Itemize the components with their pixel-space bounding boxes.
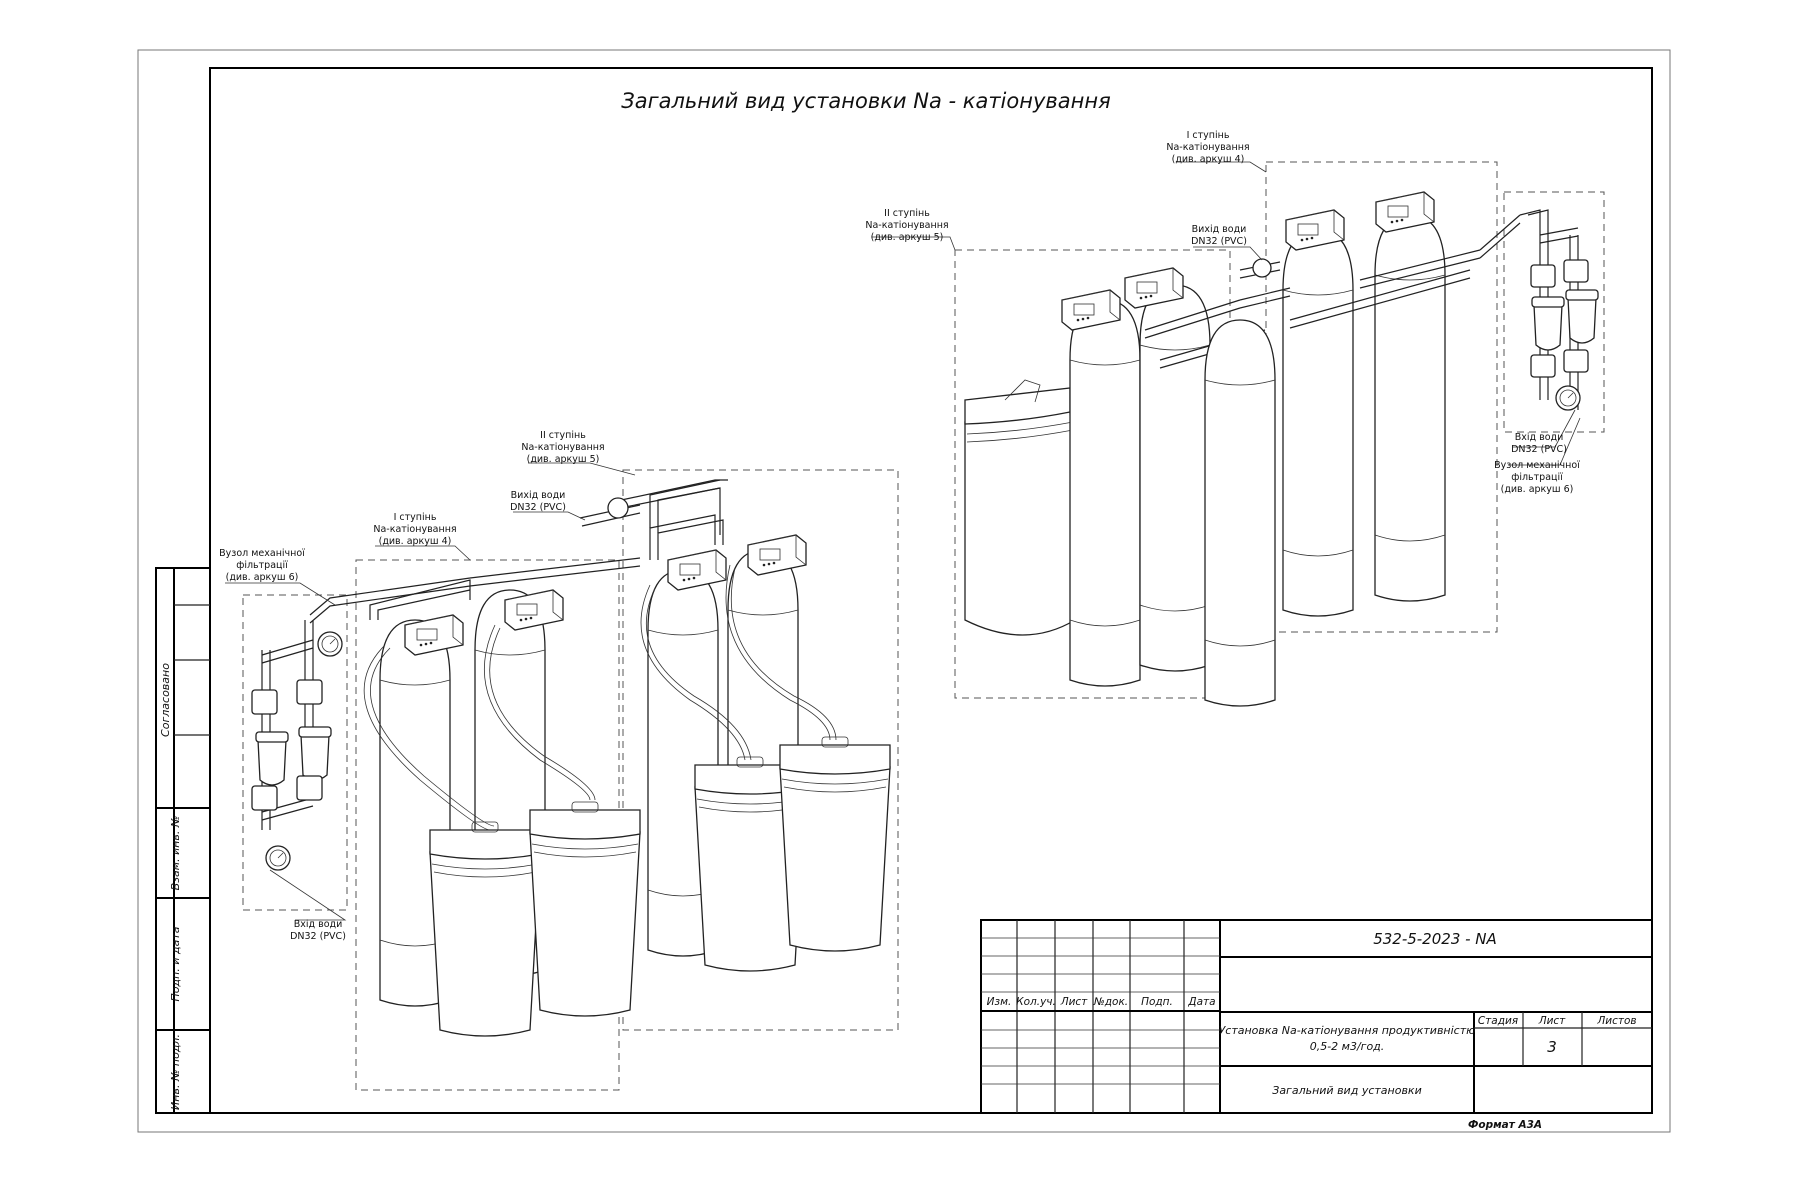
callout-right-stage1-l2: Na-катіонування bbox=[1166, 142, 1249, 153]
stamp-sign-date: Подп. и дата bbox=[169, 926, 182, 1001]
callout-right-mech-filter-l3: (див. аркуш 6) bbox=[1501, 484, 1574, 495]
left-mech-filter-boundary bbox=[242, 594, 348, 911]
callout-left-water-in-l1: Вхід води bbox=[294, 919, 343, 930]
tb-sheets-label: Листов bbox=[1596, 1015, 1636, 1027]
left-mech-filter-unit bbox=[251, 577, 471, 871]
callout-right-water-in-l1: Вхід води bbox=[1515, 432, 1564, 443]
tb-sheet-label: Лист bbox=[1538, 1015, 1566, 1027]
right-mech-filter-unit bbox=[1479, 209, 1599, 411]
callout-right-water-in-l2: DN32 (PVC) bbox=[1511, 444, 1567, 455]
tb-description-line1: Установка Na-катіонування продуктивністю bbox=[1219, 1024, 1476, 1037]
tb-doc-code: 532-5-2023 - NA bbox=[1373, 930, 1497, 948]
right-stage1-tanks bbox=[1204, 191, 1481, 707]
callout-left-stage1: I ступінь Na-катіонування (див. аркуш 4) bbox=[373, 512, 456, 547]
callout-right-stage2-l2: Na-катіонування bbox=[865, 220, 948, 231]
left-stage2-boundary bbox=[622, 469, 899, 1031]
callout-right-stage2: II ступінь Na-катіонування (див. аркуш 5… bbox=[865, 208, 948, 243]
callout-left-water-out: Вихід води DN32 (PVC) bbox=[510, 490, 566, 513]
outer-sheet-border bbox=[137, 49, 1671, 1133]
callout-right-stage2-l3: (див. аркуш 5) bbox=[871, 232, 944, 243]
left-stage1-tanks bbox=[363, 557, 641, 1037]
callout-left-stage2-l2: Na-катіонування bbox=[521, 442, 604, 453]
drawing-title: Загальний вид установки Na - катіонуванн… bbox=[621, 89, 1110, 113]
stamp-replace-inv: Взам. инв. № bbox=[169, 816, 182, 891]
left-installation bbox=[242, 469, 899, 1091]
callout-right-mech-filter-l2: фільтрації bbox=[1511, 472, 1563, 483]
callout-left-mech-filter-l2: фільтрації bbox=[236, 560, 288, 571]
callout-left-stage1-l3: (див. аркуш 4) bbox=[379, 536, 452, 547]
title-block: Изм. Кол.уч. Лист №док. Подп. Дата 532-5… bbox=[980, 919, 1653, 1131]
callout-right-stage2-l1: II ступінь bbox=[884, 208, 930, 219]
callout-right-water-in: Вхід води DN32 (PVC) bbox=[1511, 432, 1567, 455]
callout-left-mech-filter-l3: (див. аркуш 6) bbox=[226, 572, 299, 583]
callout-left-stage1-l2: Na-катіонування bbox=[373, 524, 456, 535]
callout-right-stage1-l1: I ступінь bbox=[1187, 130, 1230, 141]
callout-left-stage1-l1: I ступінь bbox=[394, 512, 437, 523]
stamp-inv-original: Инв. № подл. bbox=[169, 1034, 182, 1110]
callout-left-mech-filter: Вузол механічної фільтрації (див. аркуш … bbox=[219, 548, 305, 583]
callout-left-water-in-l2: DN32 (PVC) bbox=[290, 931, 346, 942]
callout-left-stage2-l3: (див. аркуш 5) bbox=[527, 454, 600, 465]
tb-header-list: Лист bbox=[1060, 996, 1088, 1008]
tb-sheet-number: 3 bbox=[1547, 1038, 1557, 1056]
callout-right-water-out: Вихід води DN32 (PVC) bbox=[1191, 224, 1247, 247]
side-stamp: Согласовано Взам. инв. № Подп. и дата Ин… bbox=[155, 567, 211, 1114]
stamp-agreed: Согласовано bbox=[159, 663, 172, 737]
tb-header-sign: Подп. bbox=[1141, 996, 1173, 1008]
callout-left-water-in: Вхід води DN32 (PVC) bbox=[290, 919, 346, 942]
tb-header-izm: Изм. bbox=[987, 996, 1012, 1008]
tb-format: Формат А3А bbox=[1468, 1119, 1542, 1131]
callout-left-stage2-l1: II ступінь bbox=[540, 430, 586, 441]
tb-description-line2: 0,5-2 м3/год. bbox=[1310, 1040, 1385, 1053]
tb-header-doc: №док. bbox=[1093, 996, 1128, 1008]
callout-left-water-out-l1: Вихід води bbox=[511, 490, 566, 501]
callout-left-water-out-l2: DN32 (PVC) bbox=[510, 502, 566, 513]
callout-right-mech-filter-l1: Вузол механічної bbox=[1494, 460, 1580, 471]
right-installation bbox=[954, 161, 1605, 707]
right-mech-filter-boundary bbox=[1503, 191, 1605, 433]
tb-header-kol: Кол.уч. bbox=[1016, 996, 1056, 1008]
right-stage2-tanks bbox=[964, 267, 1266, 687]
callout-right-mech-filter: Вузол механічної фільтрації (див. аркуш … bbox=[1494, 460, 1580, 495]
callout-right-stage1: I ступінь Na-катіонування (див. аркуш 4) bbox=[1166, 130, 1249, 165]
tb-header-date: Дата bbox=[1187, 996, 1215, 1008]
callout-left-mech-filter-l1: Вузол механічної bbox=[219, 548, 305, 559]
tb-stage-label: Стадия bbox=[1478, 1015, 1518, 1027]
callout-left-stage2: II ступінь Na-катіонування (див. аркуш 5… bbox=[521, 430, 604, 465]
left-stage2-tanks bbox=[579, 479, 891, 972]
tb-sheet-title: Загальний вид установки bbox=[1272, 1084, 1421, 1097]
leader-lines bbox=[225, 161, 1581, 921]
callout-right-stage1-l3: (див. аркуш 4) bbox=[1172, 154, 1245, 165]
callout-right-water-out-l2: DN32 (PVC) bbox=[1191, 236, 1247, 247]
callout-right-water-out-l1: Вихід води bbox=[1192, 224, 1247, 235]
